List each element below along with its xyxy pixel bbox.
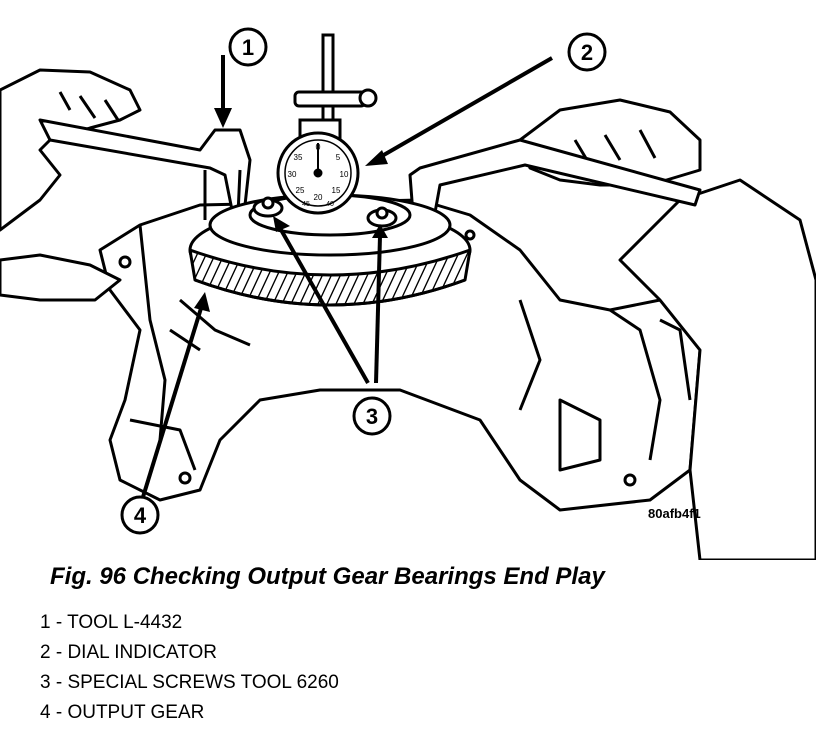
dial-scale-30: 30 [288, 170, 297, 179]
dial-scale-25: 25 [296, 186, 305, 195]
dial-scale-45: 45 [302, 201, 310, 208]
figure-code: 80afb4f1 [648, 506, 701, 521]
leader-3a [278, 227, 370, 384]
dial-scale-35: 35 [294, 153, 303, 162]
callout-3: 3 [352, 396, 392, 436]
dial-scale-top: 0 [315, 142, 320, 152]
callout-4-label: 4 [134, 503, 147, 528]
special-screws [252, 196, 398, 228]
legend-item-3: 3 - SPECIAL SCREWS TOOL 6260 [40, 672, 339, 693]
dial-indicator: 0 5 10 15 20 25 30 35 40 45 [276, 33, 378, 215]
legend-item-4: 4 - OUTPUT GEAR [40, 702, 205, 723]
legend-list: 1 - TOOL L-4432 2 - DIAL INDICATOR 3 - S… [40, 608, 339, 728]
leader-3b [374, 235, 382, 384]
callout-1-label: 1 [242, 35, 254, 60]
figure-caption: Fig. 96 Checking Output Gear Bearings En… [50, 563, 605, 590]
dial-scale-40: 40 [326, 201, 334, 208]
dial-scale-15: 15 [332, 186, 341, 195]
technical-illustration: 0 5 10 15 20 25 30 35 40 45 1 2 3 4 [0, 27, 816, 560]
leader-2 [374, 56, 553, 162]
callout-1: 1 [228, 27, 268, 67]
callout-3-label: 3 [366, 404, 378, 429]
dial-scale-20: 20 [314, 193, 323, 202]
leader-arrows [141, 55, 553, 498]
legend-item-1: 1 - TOOL L-4432 [40, 612, 183, 633]
callout-4: 4 [120, 495, 160, 535]
callout-2: 2 [567, 32, 607, 72]
dial-scale-5: 5 [336, 153, 341, 162]
leader-4 [141, 304, 204, 498]
legend-item-2: 2 - DIAL INDICATOR [40, 642, 218, 663]
left-hand [0, 68, 142, 302]
callout-2-label: 2 [581, 40, 593, 65]
dial-scale-10: 10 [340, 170, 349, 179]
